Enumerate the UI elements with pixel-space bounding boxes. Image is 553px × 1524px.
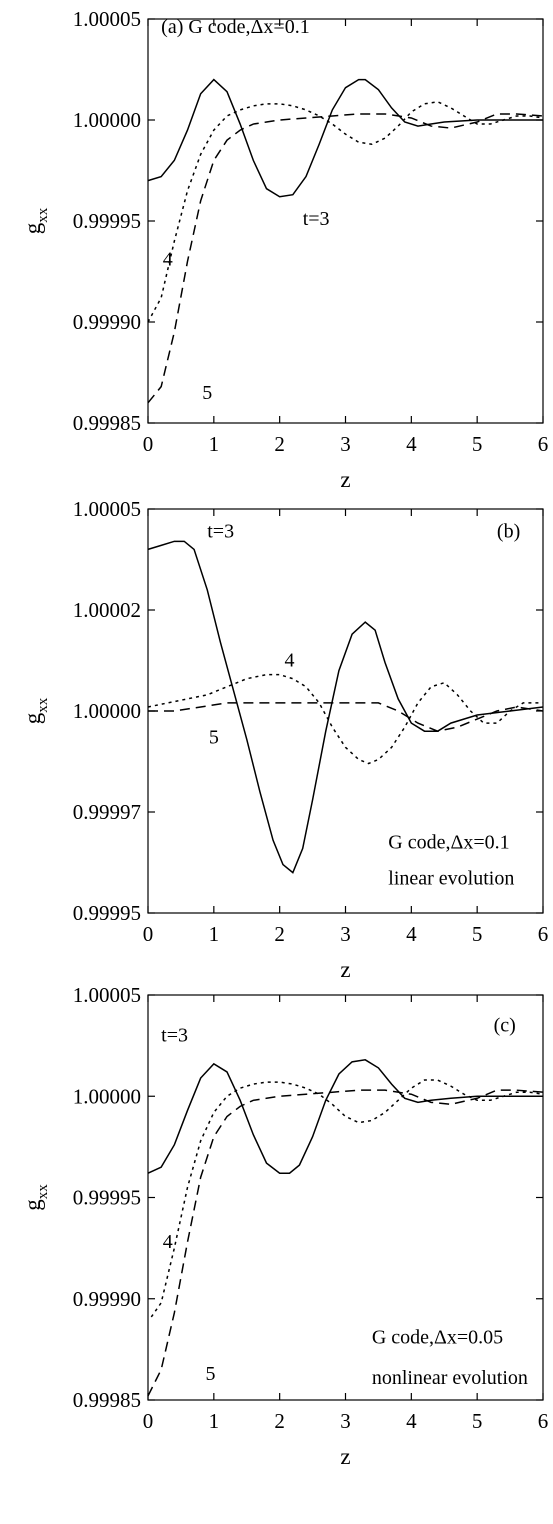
annotation-label: G code,Δx=0.1 bbox=[388, 831, 509, 853]
annotation-label: 4 bbox=[285, 650, 295, 672]
annotation-label: 5 bbox=[206, 1363, 216, 1385]
series-line-t4 bbox=[147, 673, 543, 765]
x-tick-label: 3 bbox=[340, 1409, 351, 1433]
x-tick-label: 4 bbox=[406, 432, 417, 456]
y-tick-label: 0.99997 bbox=[73, 800, 141, 824]
y-axis-title: gxx bbox=[20, 1184, 51, 1211]
series-line-t5 bbox=[147, 113, 544, 404]
x-tick-label: 6 bbox=[538, 1409, 549, 1433]
annotation-label: t=3 bbox=[207, 520, 234, 542]
annotation-label: (c) bbox=[494, 1014, 516, 1036]
chart-panel-a: 0 1 2 3 4 5 6 0.99985 0.99990 0.99995 1.00000 1.000… bbox=[20, 7, 548, 492]
y-axis-title: gxx bbox=[20, 207, 51, 234]
x-tick-label: 4 bbox=[406, 922, 417, 946]
x-tick-label: 0 bbox=[143, 922, 154, 946]
x-tick-label: 5 bbox=[472, 922, 483, 946]
y-tick-label: 1.00005 bbox=[73, 983, 141, 1007]
x-tick-label: 1 bbox=[209, 922, 220, 946]
y-axis-title-subscript: xx bbox=[35, 207, 51, 223]
annotation-label: linear evolution bbox=[388, 868, 514, 890]
y-tick-label: 0.99995 bbox=[73, 209, 141, 233]
x-tick-label: 0 bbox=[143, 1409, 154, 1433]
annotation-label: 4 bbox=[163, 248, 173, 270]
series-line-t5 bbox=[148, 702, 544, 732]
annotation-label: 4 bbox=[163, 1231, 173, 1253]
x-tick-label: 0 bbox=[143, 432, 154, 456]
x-axis-title: z bbox=[340, 957, 350, 982]
x-tick-label: 4 bbox=[406, 1409, 417, 1433]
chart-panel-b: 0 1 2 3 4 5 6 0.99995 0.99997 1.00000 1.00002 1.000… bbox=[20, 497, 548, 982]
x-tick-label: 1 bbox=[209, 1409, 220, 1433]
y-axis-title-main: g bbox=[20, 712, 45, 724]
y-tick-label: 1.00002 bbox=[73, 598, 141, 622]
y-tick-label: 1.00000 bbox=[73, 1084, 141, 1108]
y-tick-label: 0.99985 bbox=[73, 411, 141, 435]
y-tick-label: 0.99990 bbox=[73, 310, 141, 334]
x-tick-label: 2 bbox=[274, 1409, 285, 1433]
annotation-label: t=3 bbox=[303, 208, 330, 230]
y-axis-title-main: g bbox=[20, 1199, 45, 1211]
x-tick-label: 3 bbox=[340, 432, 351, 456]
y-tick-label: 0.99990 bbox=[73, 1287, 141, 1311]
x-tick-label: 2 bbox=[274, 432, 285, 456]
y-axis-title-subscript: xx bbox=[35, 1184, 51, 1200]
y-tick-label: 0.99995 bbox=[73, 1186, 141, 1210]
annotation-label: 5 bbox=[202, 382, 212, 404]
y-tick-label: 1.00005 bbox=[73, 497, 141, 521]
y-tick-label: 1.00000 bbox=[73, 108, 141, 132]
x-tick-label: 5 bbox=[472, 432, 483, 456]
annotation-label: t=3 bbox=[161, 1025, 188, 1047]
x-tick-label: 6 bbox=[538, 922, 549, 946]
x-tick-label: 2 bbox=[274, 922, 285, 946]
annotation-label: (b) bbox=[497, 520, 520, 542]
y-tick-label: 0.99995 bbox=[73, 901, 141, 925]
annotation-label: 5 bbox=[209, 726, 219, 748]
x-tick-label: 6 bbox=[538, 432, 549, 456]
y-axis-title: gxx bbox=[20, 697, 51, 724]
y-tick-label: 1.00005 bbox=[73, 7, 141, 31]
annotation-label: nonlinear evolution bbox=[372, 1367, 528, 1389]
x-tick-label: 3 bbox=[340, 922, 351, 946]
chart-panel-c: 0 1 2 3 4 5 6 0.99985 0.99990 0.99995 1.00000 1.000… bbox=[20, 983, 548, 1469]
x-tick-label: 1 bbox=[209, 432, 220, 456]
series-line-t4 bbox=[150, 1079, 544, 1318]
y-axis-title-subscript: xx bbox=[35, 697, 51, 713]
plot-frame bbox=[147, 18, 544, 424]
series-line-t5 bbox=[147, 1089, 544, 1397]
y-tick-label: 1.00000 bbox=[73, 699, 141, 723]
annotation-label: (a) G code,Δx=0.1 bbox=[161, 16, 310, 38]
y-axis-title-main: g bbox=[20, 222, 45, 234]
annotation-label: G code,Δx=0.05 bbox=[372, 1326, 503, 1348]
y-tick-label: 0.99985 bbox=[73, 1388, 141, 1412]
series-line-t3 bbox=[147, 540, 544, 874]
x-tick-label: 5 bbox=[472, 1409, 483, 1433]
x-axis-title: z bbox=[340, 467, 350, 492]
x-axis-title: z bbox=[340, 1444, 350, 1469]
series-line-t4 bbox=[147, 101, 544, 323]
